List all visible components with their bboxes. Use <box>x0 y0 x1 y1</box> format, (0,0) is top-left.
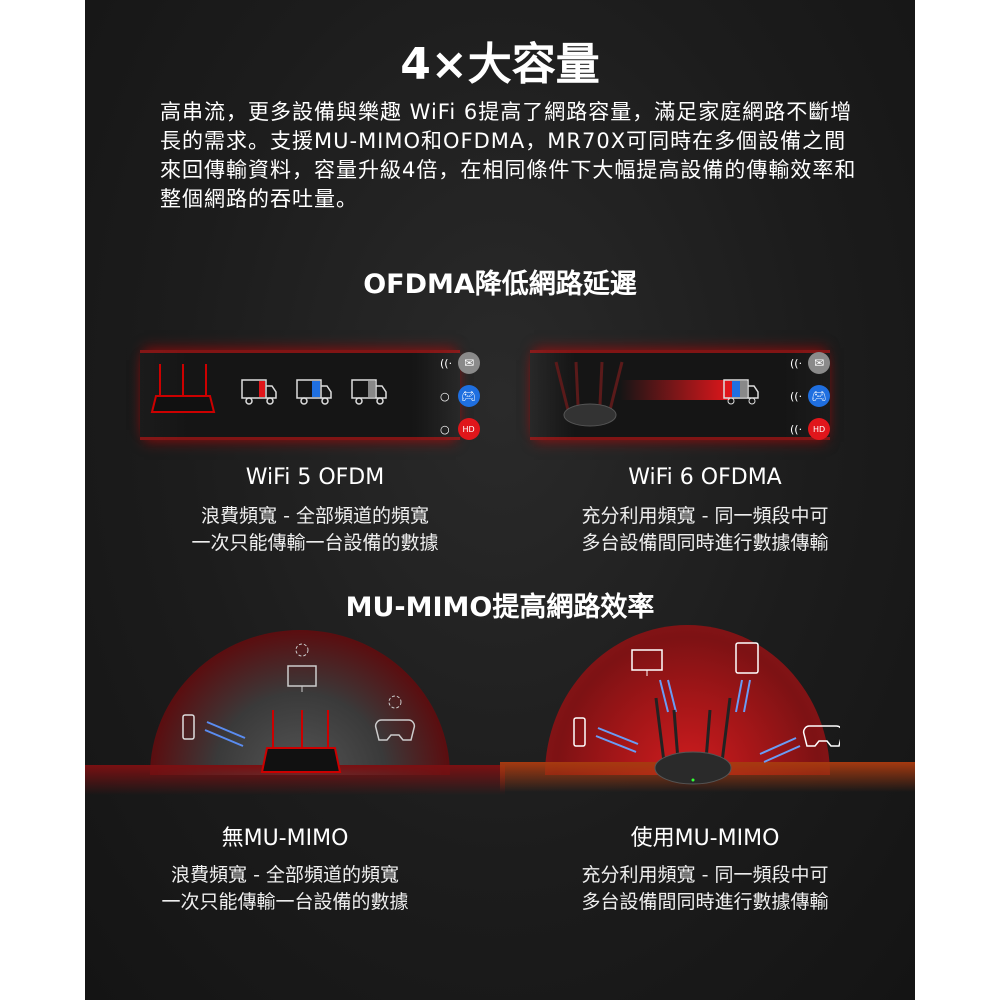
hd-tv-icon: HD <box>457 418 480 440</box>
mr70x-router-image <box>554 361 624 427</box>
wifi5-caption: WiFi 5 OFDM <box>245 465 385 490</box>
mail-icon: ✉ <box>458 352 481 374</box>
router-icon <box>150 364 216 413</box>
intro-text: 高串流，更多設備與樂趣 WiFi 6提高了網路容量，滿足家庭網路不斷增長的需求。… <box>160 100 857 211</box>
wifi-icon: ((· <box>790 356 803 370</box>
wifi-icon: ((· <box>790 422 803 436</box>
background-panel <box>85 0 915 1000</box>
gamepad-icon: 🎮︎ <box>808 385 831 407</box>
mumimo-right-diagram <box>573 642 840 785</box>
device-list-right: ((· ✉ ((· 🎮︎ ((· HD <box>790 352 835 440</box>
mumimo-heading: MU-MIMO提高網路效率 <box>345 592 655 623</box>
mumimo-left-diagram <box>182 643 416 773</box>
ofdma-heading: OFDMA降低網路延遲 <box>363 269 637 300</box>
wifi6-desc: 充分利用頻寬 - 同一頻段中可多台設備間同時進行數據傳輸 <box>581 505 829 554</box>
wifi5-desc: 浪費頻寬 - 全部頻道的頻寬一次只能傳輸一台設備的數據 <box>191 505 439 554</box>
truck-icon <box>723 379 759 405</box>
device-list-left: ((·✉ ○🎮︎ ○HD <box>440 352 485 440</box>
mumimo-caption: 使用MU-MIMO <box>630 826 780 851</box>
no-mumimo-desc: 浪費頻寬 - 全部頻道的頻寬一次只能傳輸一台設備的數據 <box>161 864 409 913</box>
loading-icon: ○ <box>440 389 450 403</box>
no-mumimo-caption: 無MU-MIMO <box>221 826 349 851</box>
page-title: 4×大容量 <box>400 39 600 90</box>
hd-tv-icon: HD <box>808 418 831 440</box>
loading-icon: ○ <box>440 422 450 436</box>
data-stream <box>620 380 730 400</box>
mumimo-desc: 充分利用頻寬 - 同一頻段中可多台設備間同時進行數據傳輸 <box>581 864 829 913</box>
gamepad-icon: 🎮︎ <box>457 385 480 407</box>
wifi6-caption: WiFi 6 OFDMA <box>628 465 782 490</box>
trucks-icon <box>241 379 387 405</box>
wifi-icon: ((· <box>790 389 803 403</box>
mail-icon: ✉ <box>808 352 831 374</box>
